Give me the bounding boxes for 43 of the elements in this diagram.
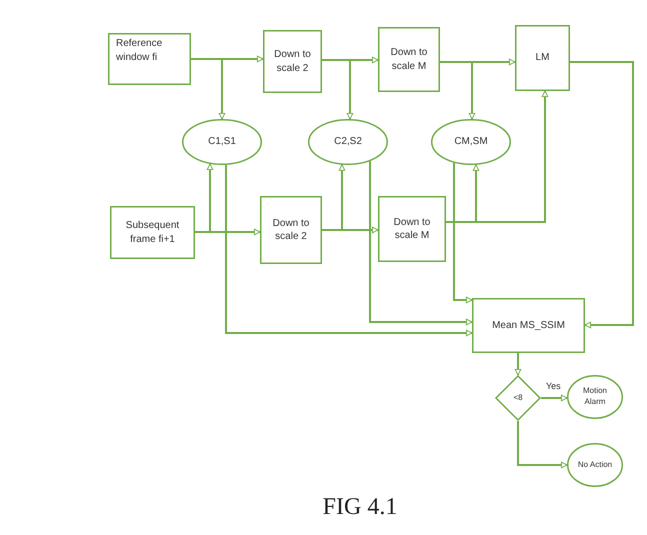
process-box bbox=[378, 27, 440, 92]
arrow bbox=[195, 163, 214, 233]
arrow bbox=[514, 353, 522, 376]
node-label: Motion Alarm bbox=[582, 386, 608, 408]
node-label: Reference window fi bbox=[116, 37, 164, 64]
node-label: Down to scale 2 bbox=[272, 216, 310, 244]
node-label: C2,S2 bbox=[334, 135, 362, 149]
arrow bbox=[570, 61, 634, 328]
process-box bbox=[472, 298, 585, 353]
decision-diamond bbox=[495, 375, 541, 421]
arrow bbox=[369, 161, 472, 326]
process-ellipse bbox=[308, 119, 388, 165]
node-label: Subsequent frame fi+1 bbox=[124, 219, 180, 246]
process-ellipse bbox=[431, 119, 511, 165]
node-label: LM bbox=[536, 51, 550, 65]
process-box bbox=[378, 196, 446, 262]
process-ellipse bbox=[567, 443, 623, 487]
process-box bbox=[263, 30, 322, 93]
node-label: Down to scale M bbox=[390, 46, 428, 73]
process-box bbox=[110, 206, 195, 259]
process-box bbox=[108, 33, 191, 85]
process-box bbox=[260, 196, 322, 264]
process-box bbox=[515, 25, 570, 91]
node-label: Down to scale 2 bbox=[273, 48, 312, 75]
arrow bbox=[453, 162, 472, 304]
arrow bbox=[541, 394, 568, 402]
node-label: Mean MS_SSIM bbox=[492, 318, 565, 332]
edge-label: Yes bbox=[545, 381, 562, 391]
node-label: CM,SM bbox=[454, 135, 488, 149]
arrow bbox=[440, 61, 476, 120]
arrow bbox=[322, 164, 346, 231]
arrow bbox=[446, 90, 548, 223]
node-label: <8 bbox=[513, 392, 523, 404]
arrow bbox=[191, 58, 226, 120]
node-label: C1,S1 bbox=[208, 135, 236, 149]
process-ellipse bbox=[182, 119, 262, 165]
figure-caption: FIG 4.1 bbox=[322, 494, 398, 521]
node-label: Down to scale M bbox=[392, 216, 432, 242]
process-ellipse bbox=[567, 375, 623, 419]
arrow bbox=[517, 421, 568, 468]
arrow bbox=[225, 164, 472, 336]
node-label: No Action bbox=[578, 460, 612, 470]
arrow bbox=[322, 59, 354, 120]
